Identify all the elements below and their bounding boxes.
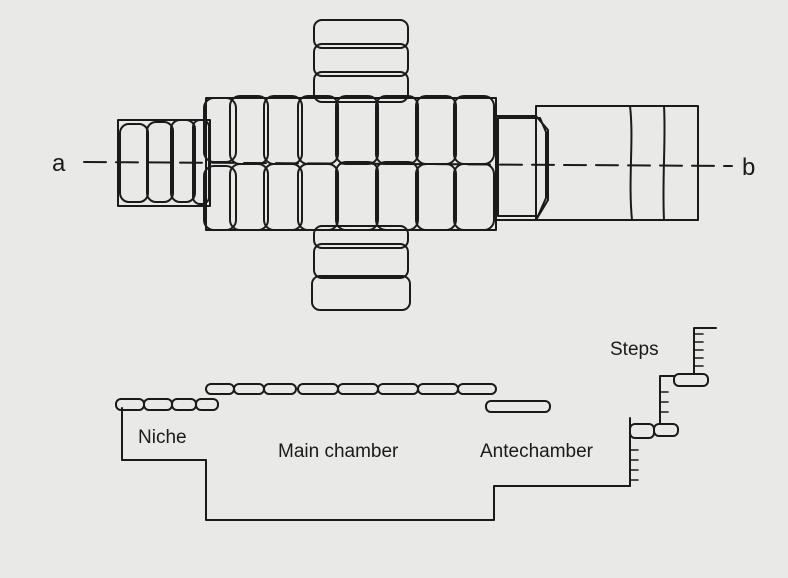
plan-antechamber-outline <box>495 115 549 221</box>
plan-main-slabs-bottom <box>203 161 495 231</box>
section-step-ticks <box>629 333 704 481</box>
plan-upper-arm-slabs <box>313 19 409 103</box>
section-view <box>115 327 717 521</box>
section-step-stones <box>629 373 709 439</box>
plan-view <box>83 19 733 311</box>
label-niche: Niche <box>138 427 187 448</box>
plan-stair-block <box>535 105 699 221</box>
section-label-a: a <box>52 150 66 177</box>
section-line <box>83 161 733 167</box>
plan-antechamber-slab <box>497 117 547 217</box>
plan-main-slabs-top <box>203 95 495 165</box>
section-label-b: b <box>742 154 756 181</box>
plan-stair-divider-1 <box>629 105 633 221</box>
plan-lower-arm-slabs <box>311 225 411 311</box>
plan-stair-divider-2 <box>662 105 666 221</box>
section-main-roof <box>205 383 497 395</box>
label-main-chamber: Main chamber <box>278 441 399 462</box>
label-steps: Steps <box>610 339 659 360</box>
section-niche-roof <box>115 398 219 411</box>
section-antechamber-roof <box>485 400 551 413</box>
label-antechamber: Antechamber <box>480 441 594 462</box>
section-floor-profile <box>121 407 631 521</box>
